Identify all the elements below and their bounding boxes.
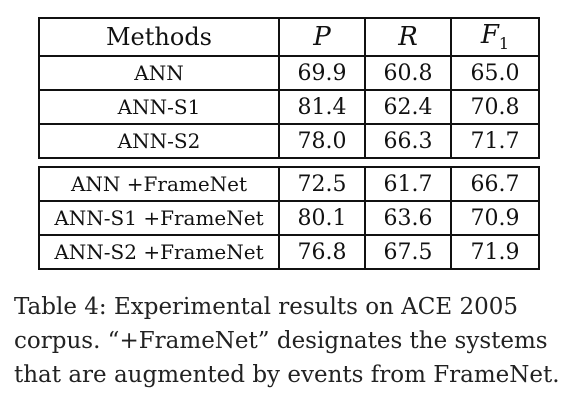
method-cell: ANN +FrameNet [38,166,280,202]
table-row: ANN 69.9 60.8 65.0 [38,55,540,91]
table-row: ANN-S1 81.4 62.4 70.8 [38,89,540,125]
f1-cell: 71.7 [450,123,540,159]
table-header-row: Methods P R F1 [38,17,540,57]
recall-cell: 61.7 [364,166,452,202]
recall-cell: 63.6 [364,200,452,236]
precision-cell-best: 81.4 [278,89,366,125]
results-table-top: Methods P R F1 ANN 69.9 60.8 65.0 ANN-S1… [38,17,540,159]
f1-cell: 70.8 [450,89,540,125]
header-f1-letter: F [480,20,499,51]
precision-cell: 69.9 [278,55,366,91]
header-f1-subscript: 1 [498,34,510,54]
method-cell: ANN-S2 +FrameNet [38,234,280,270]
header-f1: F1 [450,17,540,57]
caption-line-3: that are augmented by events from FrameN… [14,362,560,388]
method-cell: ANN [38,55,280,91]
precision-cell: 72.5 [278,166,366,202]
method-cell: ANN-S2 [38,123,280,159]
table-row: ANN-S2 78.0 66.3 71.7 [38,123,540,159]
header-recall: R [364,17,452,57]
f1-cell-best: 71.9 [450,234,540,270]
recall-cell: 62.4 [364,89,452,125]
caption-line-1: Table 4: Experimental results on ACE 200… [14,294,519,320]
method-cell: ANN-S1 +FrameNet [38,200,280,236]
table-row: ANN-S1 +FrameNet 80.1 63.6 70.9 [38,200,540,236]
recall-cell: 66.3 [364,123,452,159]
precision-cell: 76.8 [278,234,366,270]
f1-cell: 66.7 [450,166,540,202]
precision-cell: 80.1 [278,200,366,236]
caption-line-2: corpus. “+FrameNet” designates the syste… [14,328,548,354]
results-table-bottom: ANN +FrameNet 72.5 61.7 66.7 ANN-S1 +Fra… [38,166,540,270]
header-methods: Methods [38,17,280,57]
table-caption: Table 4: Experimental results on ACE 200… [14,290,560,392]
header-precision: P [278,17,366,57]
recall-cell: 60.8 [364,55,452,91]
f1-cell: 65.0 [450,55,540,91]
f1-cell: 70.9 [450,200,540,236]
method-cell: ANN-S1 [38,89,280,125]
recall-cell-best: 67.5 [364,234,452,270]
precision-cell: 78.0 [278,123,366,159]
table-row: ANN +FrameNet 72.5 61.7 66.7 [38,166,540,202]
table-row: ANN-S2 +FrameNet 76.8 67.5 71.9 [38,234,540,270]
